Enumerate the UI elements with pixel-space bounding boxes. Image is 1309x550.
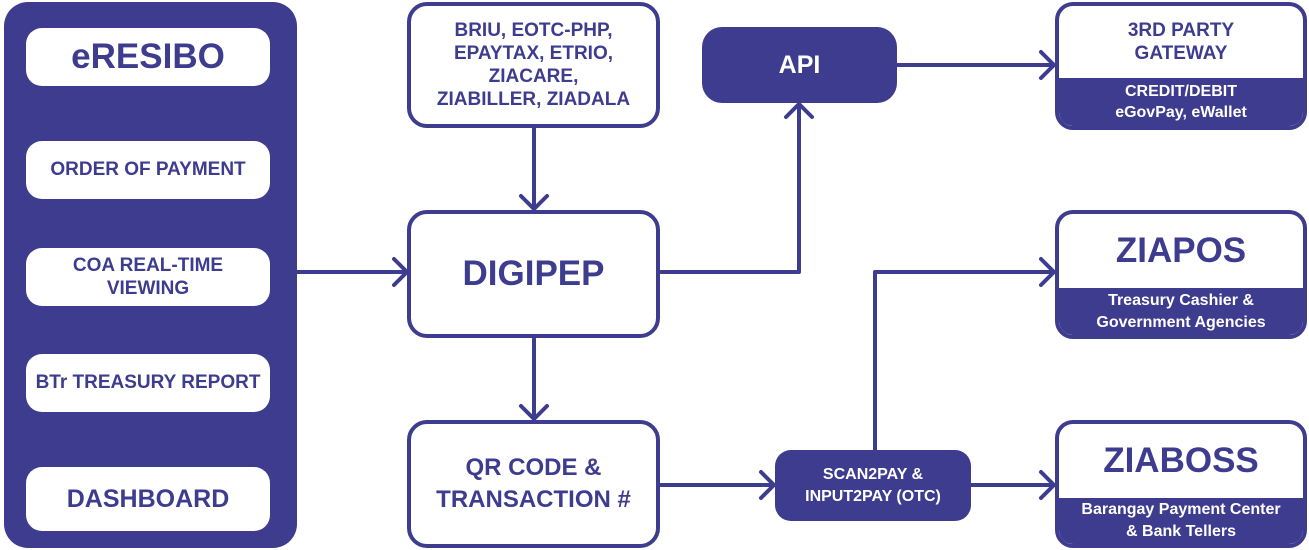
qr-line: TRANSACTION #	[436, 486, 631, 513]
ziaboss-card: ZIABOSS Barangay Payment Center & Bank T…	[1055, 420, 1307, 548]
ziapos-title: ZIAPOS	[1115, 231, 1247, 270]
qr-line: QR CODE &	[465, 454, 602, 481]
ziapos-subtitle: Treasury Cashier & Government Agencies	[1059, 288, 1303, 335]
ziapos-sub-line: Government Agencies	[1096, 313, 1266, 331]
coa-realtime-viewing-item: COA REAL-TIME VIEWING	[26, 248, 270, 306]
order-of-payment-item: ORDER OF PAYMENT	[26, 141, 270, 199]
gateway-sub-line: CREDIT/DEBIT	[1125, 83, 1237, 100]
dashboard-item: DASHBOARD	[26, 467, 270, 531]
gateway-subtitle: CREDIT/DEBIT eGovPay, eWallet	[1059, 78, 1303, 126]
ziapos-card: ZIAPOS Treasury Cashier & Government Age…	[1055, 210, 1307, 339]
gateway-title-line: 3RD PARTY	[1127, 20, 1235, 41]
gateway-title: 3RD PARTY GATEWAY	[1059, 6, 1303, 78]
btr-treasury-report-item: BTr TREASURY REPORT	[26, 354, 270, 412]
ziaboss-subtitle: Barangay Payment Center & Bank Tellers	[1059, 498, 1303, 544]
digipep-box: DIGIPEP	[407, 210, 660, 338]
source-systems-box: BRIU, EOTC-PHP, EPAYTAX, ETRIO, ZIACARE,…	[407, 2, 660, 128]
gateway-title-line: GATEWAY	[1134, 43, 1228, 64]
arrow-scan2pay-to-ziapos	[873, 270, 1055, 452]
source-systems-line: BRIU, EOTC-PHP,	[454, 20, 613, 41]
source-systems-line: ZIABILLER, ZIADALA	[436, 89, 631, 110]
scan2pay-line: SCAN2PAY &	[822, 465, 924, 483]
scan2pay-line: INPUT2PAY (OTC)	[805, 487, 941, 505]
api-box: API	[702, 27, 897, 103]
qr-transaction-box: QR CODE & TRANSACTION #	[407, 420, 660, 548]
ziaboss-title: ZIABOSS	[1103, 441, 1259, 480]
source-systems-line: EPAYTAX, ETRIO,	[453, 43, 614, 64]
scan2pay-box: SCAN2PAY & INPUT2PAY (OTC)	[775, 450, 971, 521]
ziaboss-sub-line: & Bank Tellers	[1126, 523, 1236, 540]
third-party-gateway-card: 3RD PARTY GATEWAY CREDIT/DEBIT eGovPay, …	[1055, 2, 1307, 130]
ziapos-sub-line: Treasury Cashier &	[1108, 291, 1254, 309]
eresibo-title: eRESIBO	[26, 28, 270, 86]
arrow-digipep-to-api	[659, 102, 801, 274]
gateway-sub-line: eGovPay, eWallet	[1115, 104, 1247, 121]
ziaboss-sub-line: Barangay Payment Center	[1081, 501, 1281, 518]
source-systems-line: ZIACARE,	[488, 66, 579, 87]
